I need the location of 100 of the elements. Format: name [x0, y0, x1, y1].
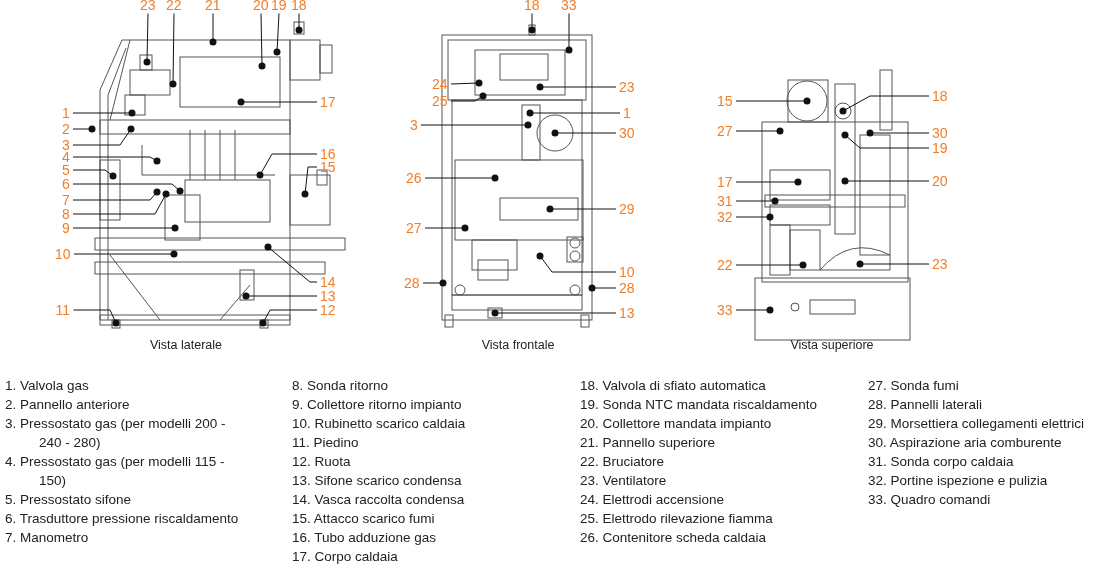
- callout-number: 14: [319, 274, 337, 290]
- legend-item: 11. Piedino: [292, 434, 360, 452]
- leader-line: [72, 156, 161, 165]
- callout-number: 33: [560, 0, 578, 13]
- callout-number: 18: [523, 0, 541, 13]
- view-caption: Vista superiore: [790, 338, 874, 352]
- callout-number: 32: [716, 209, 734, 225]
- leader-line: [72, 188, 161, 201]
- legend-item: 17. Corpo caldaia: [292, 548, 399, 566]
- legend-item: 25. Elettrodo rilevazione fiamma: [580, 510, 774, 528]
- leader-line: [209, 13, 217, 46]
- callout-number: 22: [165, 0, 183, 13]
- callout-number: 20: [931, 173, 949, 189]
- leader-line: [856, 260, 930, 268]
- callout-number: 13: [319, 288, 337, 304]
- callout-number: 20: [252, 0, 270, 13]
- legend-item: 29. Morsettiera collegamenti elettrici: [868, 415, 1086, 433]
- leader-line: [295, 13, 303, 34]
- legend-item: 13. Sifone scarico condensa: [292, 472, 463, 490]
- legend-item: 14. Vasca raccolta condensa: [292, 491, 466, 509]
- legend-item: 9. Collettore ritorno impianto: [292, 396, 463, 414]
- leader-line: [72, 224, 179, 232]
- leader-line: [73, 309, 120, 327]
- leader-line: [588, 284, 617, 292]
- leader-line: [72, 169, 117, 180]
- leader-line: [735, 261, 807, 269]
- legend-item: 23. Ventilatore: [580, 472, 668, 490]
- leader-line: [536, 252, 617, 273]
- leader-line: [420, 121, 532, 129]
- callout-number: 26: [405, 170, 423, 186]
- legend-item: 32. Portine ispezione e pulizia: [868, 472, 1049, 490]
- leader-line: [450, 92, 487, 102]
- leader-line: [237, 98, 318, 106]
- leader-line: [264, 243, 318, 283]
- legend-item: 30. Aspirazione aria comburente: [868, 434, 1063, 452]
- callout-number: 27: [716, 123, 734, 139]
- callout-number: 5: [61, 162, 71, 178]
- legend-item: 6. Trasduttore pressione riscaldamento: [5, 510, 240, 528]
- callout-number: 7: [61, 192, 71, 208]
- leader-line: [735, 197, 779, 205]
- leader-line: [551, 129, 617, 137]
- leader-line: [841, 131, 930, 149]
- leader-line: [72, 190, 170, 215]
- callout-number: 33: [716, 302, 734, 318]
- legend-item: 10. Rubinetto scarico caldaia: [292, 415, 467, 433]
- callout-number: 28: [618, 280, 636, 296]
- side-view-drawing: [94, 21, 346, 329]
- callout-number: 1: [61, 105, 71, 121]
- legend-item: 19. Sonda NTC mandata riscaldamento: [580, 396, 819, 414]
- view-caption: Vista frontale: [481, 338, 555, 352]
- leader-line: [424, 174, 499, 182]
- leader-line: [72, 109, 136, 117]
- callout-number: 25: [431, 93, 449, 109]
- leader-line: [735, 127, 784, 135]
- callout-number: 23: [618, 79, 636, 95]
- callout-number: 22: [716, 257, 734, 273]
- legend-item: 24. Elettrodi accensione: [580, 491, 726, 509]
- leader-line: [73, 250, 178, 258]
- legend-item: 21. Pannello superiore: [580, 434, 717, 452]
- legend-item: 15. Attacco scarico fumi: [292, 510, 436, 528]
- leader-line: [273, 13, 281, 56]
- callout-number: 30: [931, 125, 949, 141]
- callout-number: 23: [931, 256, 949, 272]
- leader-line: [546, 205, 617, 213]
- legend-item: 8. Sonda ritorno: [292, 377, 390, 395]
- callout-number: 10: [618, 264, 636, 280]
- legend-item: 1. Valvola gas: [5, 377, 90, 395]
- callout-number: 27: [405, 220, 423, 236]
- callout-number: 29: [618, 201, 636, 217]
- callout-number: 18: [931, 88, 949, 104]
- legend-item: 22. Bruciatore: [580, 453, 666, 471]
- leader-line: [528, 13, 536, 34]
- callout-number: 9: [61, 220, 71, 236]
- leader-line: [735, 97, 811, 105]
- legend-item: 12. Ruota: [292, 453, 352, 471]
- legend-item: 27. Sonda fumi: [868, 377, 960, 395]
- leader-line: [256, 153, 318, 179]
- leader-line: [259, 309, 318, 327]
- leader-line: [565, 13, 573, 54]
- leader-line: [72, 125, 135, 146]
- callout-number: 15: [716, 93, 734, 109]
- legend-item: 26. Contenitore scheda caldaia: [580, 529, 768, 547]
- callout-number: 10: [54, 246, 72, 262]
- top-view-drawing: [754, 69, 911, 341]
- callout-number: 3: [409, 117, 419, 133]
- legend-item: 18. Valvola di sfiato automatica: [580, 377, 767, 395]
- legend-item: 31. Sonda corpo caldaia: [868, 453, 1015, 471]
- legend-item: 16. Tubo adduzione gas: [292, 529, 438, 547]
- leader-line: [735, 178, 802, 186]
- legend-item: 33. Quadro comandi: [868, 491, 992, 509]
- legend-item: 20. Collettore mandata impianto: [580, 415, 773, 433]
- callout-number: 23: [139, 0, 157, 13]
- callout-number: 8: [61, 206, 71, 222]
- leader-line: [169, 13, 177, 88]
- leader-line: [72, 183, 184, 195]
- callout-number: 1: [622, 105, 632, 121]
- leader-line: [526, 109, 621, 117]
- callout-number: 17: [319, 94, 337, 110]
- leader-line: [839, 95, 930, 115]
- view-caption: Vista laterale: [150, 338, 222, 352]
